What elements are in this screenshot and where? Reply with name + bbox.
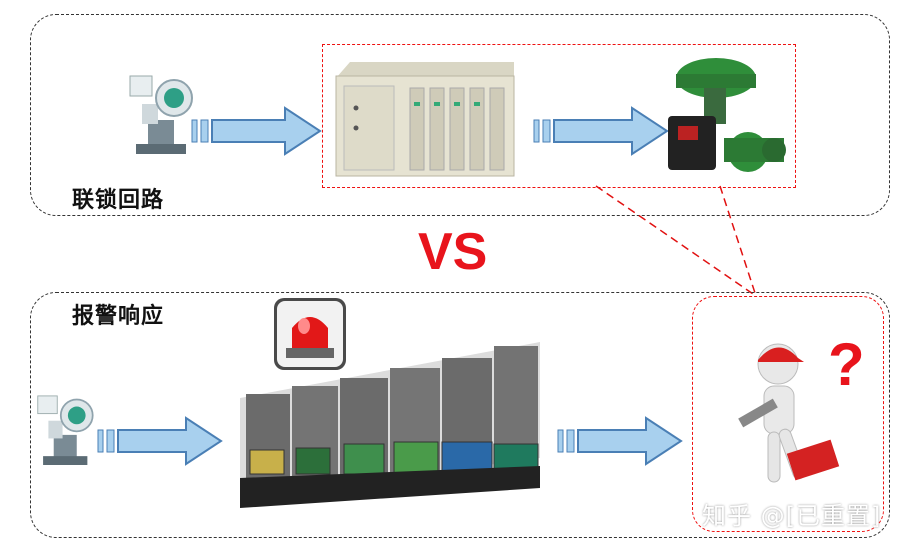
transmitter-icon: [129, 75, 193, 154]
watermark-text: 知乎 @[已重置]: [702, 502, 882, 530]
control-valve-icon: [668, 58, 786, 172]
flow-arrow: [97, 416, 223, 466]
alarm-response-label: 报警响应: [72, 304, 165, 329]
vs-text: VS: [418, 223, 488, 281]
alarm-response-panel: [30, 292, 890, 538]
dcs-console-icon: [240, 342, 540, 508]
operator-highlight-box: [692, 296, 884, 532]
question-mark: ?: [828, 331, 865, 398]
worker-figure-icon: [738, 343, 840, 483]
transmitter-icon: [37, 395, 94, 465]
interlock-loop-panel: [30, 14, 890, 216]
interlock-highlight-box: [322, 44, 796, 188]
plc-cabinet-icon: [335, 62, 515, 177]
flow-arrow: [191, 106, 322, 156]
alarm-beacon-icon: [274, 298, 346, 370]
flow-arrow: [557, 416, 683, 466]
interlock-loop-label: 联锁回路: [72, 188, 165, 213]
flow-arrow: [533, 106, 669, 156]
